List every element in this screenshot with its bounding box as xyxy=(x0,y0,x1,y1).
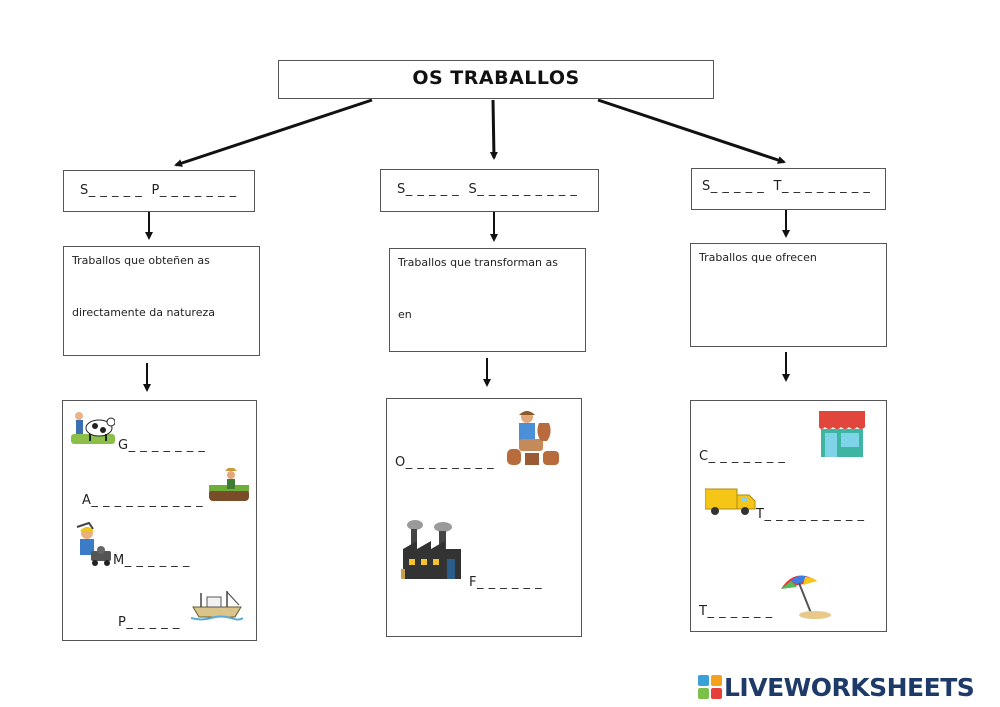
examples-box-secondary: O_ _ _ _ _ _ _ _ F_ _ _ _ _ _ xyxy=(386,398,582,637)
example-agricultura[interactable]: A_ _ _ _ _ _ _ _ _ _ xyxy=(82,493,204,508)
example-mineria[interactable]: M_ _ _ _ _ _ xyxy=(113,553,190,568)
shop-icon xyxy=(819,411,865,457)
page-title: OS TRABALLOS xyxy=(412,67,580,89)
sector-box-secondary: S_ _ _ _ _ S_ _ _ _ _ _ _ _ _ xyxy=(380,169,599,212)
fishing-boat-icon xyxy=(191,591,243,621)
factory-icon xyxy=(401,520,461,579)
desc-box-tertiary: Traballos que ofrecen xyxy=(690,243,887,347)
brand-badge-icon xyxy=(698,675,722,699)
desc-box-primary: Traballos que obteñen as directamente da… xyxy=(63,246,260,356)
miner-icon xyxy=(76,521,111,566)
example-ganderia[interactable]: G_ _ _ _ _ _ _ xyxy=(118,438,206,453)
desc-secondary-line1: Traballos que transforman as xyxy=(398,256,558,269)
brand-logo: LIVEWORKSHEETS xyxy=(698,672,975,702)
desc-primary-line2: directamente da natureza xyxy=(72,306,215,319)
example-transporte[interactable]: T_ _ _ _ _ _ _ _ _ xyxy=(756,507,865,522)
sector-label-tertiary: S_ _ _ _ _ T_ _ _ _ _ _ _ _ xyxy=(702,179,871,194)
example-pesca[interactable]: P_ _ _ _ _ xyxy=(118,615,180,630)
sector-box-tertiary: S_ _ _ _ _ T_ _ _ _ _ _ _ _ xyxy=(691,168,886,210)
brand-name: LIVEWORKSHEETS xyxy=(724,672,975,702)
example-fabricas[interactable]: F_ _ _ _ _ _ xyxy=(469,575,543,590)
desc-secondary-line2: en xyxy=(398,308,412,321)
example-oficios[interactable]: O_ _ _ _ _ _ _ _ xyxy=(395,455,495,470)
potter-icon xyxy=(507,411,559,465)
examples-box-primary: G_ _ _ _ _ _ _ A_ _ _ _ _ _ _ _ _ _ M_ _… xyxy=(62,400,257,641)
arrow-center xyxy=(489,99,498,160)
example-comercio[interactable]: C_ _ _ _ _ _ _ xyxy=(699,449,786,464)
title-box: OS TRABALLOS xyxy=(278,60,714,99)
sector-box-primary: S_ _ _ _ _ P_ _ _ _ _ _ _ xyxy=(63,170,255,212)
farmer-cow-icon xyxy=(71,412,115,444)
desc-tertiary-line1: Traballos que ofrecen xyxy=(699,251,817,264)
sector-label-secondary: S_ _ _ _ _ S_ _ _ _ _ _ _ _ _ xyxy=(397,182,578,197)
farmer-field-icon xyxy=(209,468,249,501)
truck-icon xyxy=(705,488,756,515)
example-turismo[interactable]: T_ _ _ _ _ _ xyxy=(699,604,773,619)
beach-umbrella-icon xyxy=(781,575,831,619)
desc-box-secondary: Traballos que transforman as en xyxy=(389,248,586,352)
desc-primary-line1: Traballos que obteñen as xyxy=(72,254,210,267)
examples-box-tertiary: C_ _ _ _ _ _ _ T_ _ _ _ _ _ _ _ _ T_ _ _… xyxy=(690,400,887,632)
arrow-right xyxy=(597,98,786,164)
sector-label-primary: S_ _ _ _ _ P_ _ _ _ _ _ _ xyxy=(80,183,237,198)
arrow-left xyxy=(174,98,373,167)
